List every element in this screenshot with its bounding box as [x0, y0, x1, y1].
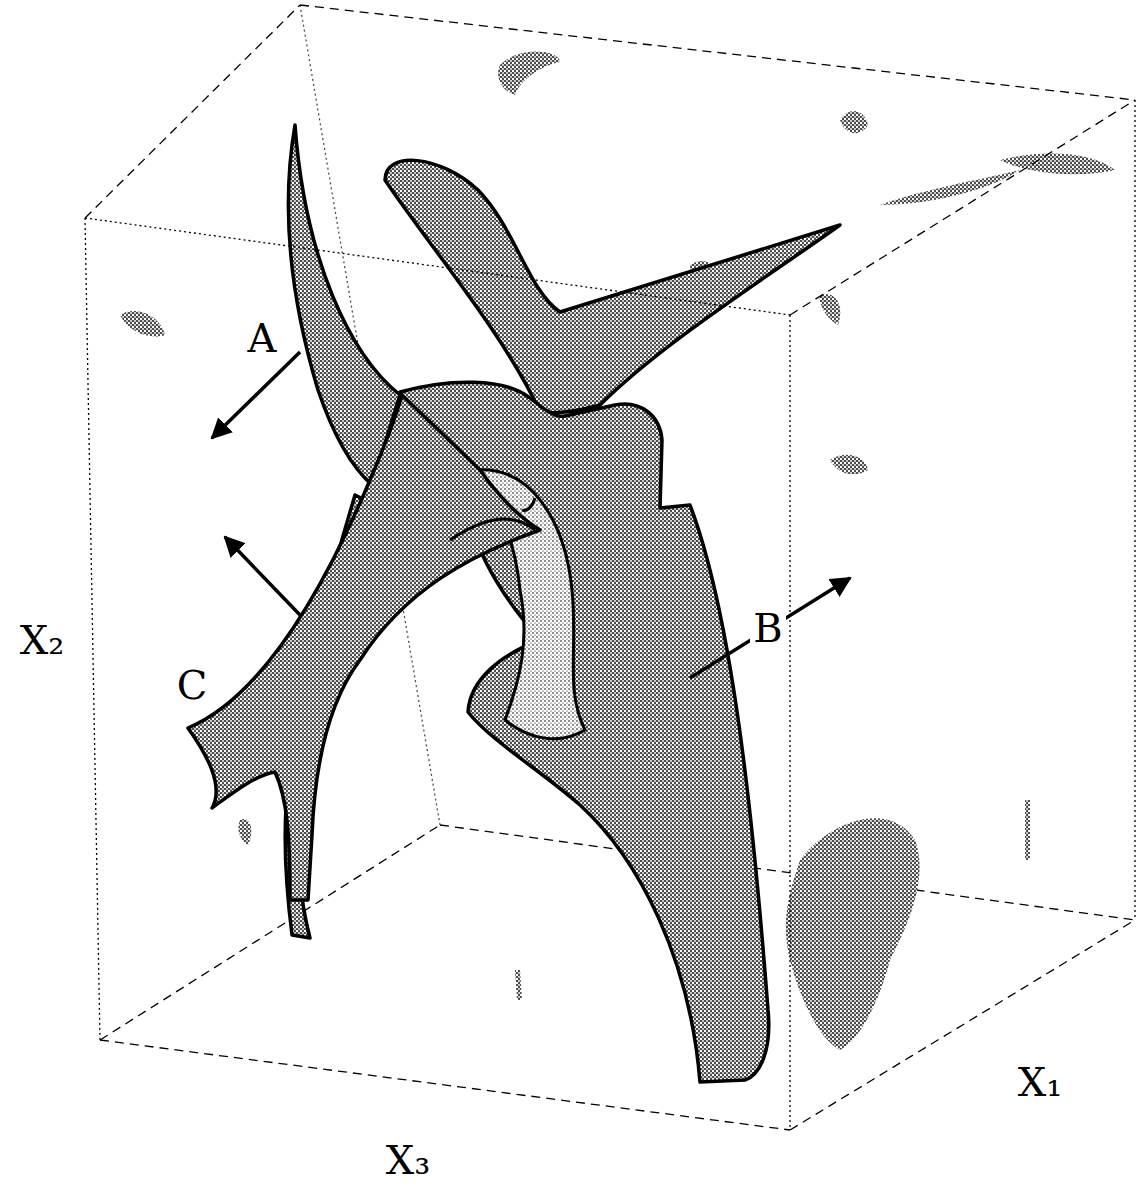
vortex-structures: [188, 125, 840, 1082]
axis-label: X₁: [1015, 1061, 1066, 1103]
direction-arrows: [212, 352, 850, 678]
axis-label: X₃: [383, 1139, 434, 1181]
axis-label: X₂: [17, 619, 68, 661]
callout-letter: B: [750, 607, 785, 649]
callout-letter: C: [174, 664, 211, 706]
callout-letter: A: [245, 317, 280, 359]
box-front-edges: [85, 5, 1135, 1130]
